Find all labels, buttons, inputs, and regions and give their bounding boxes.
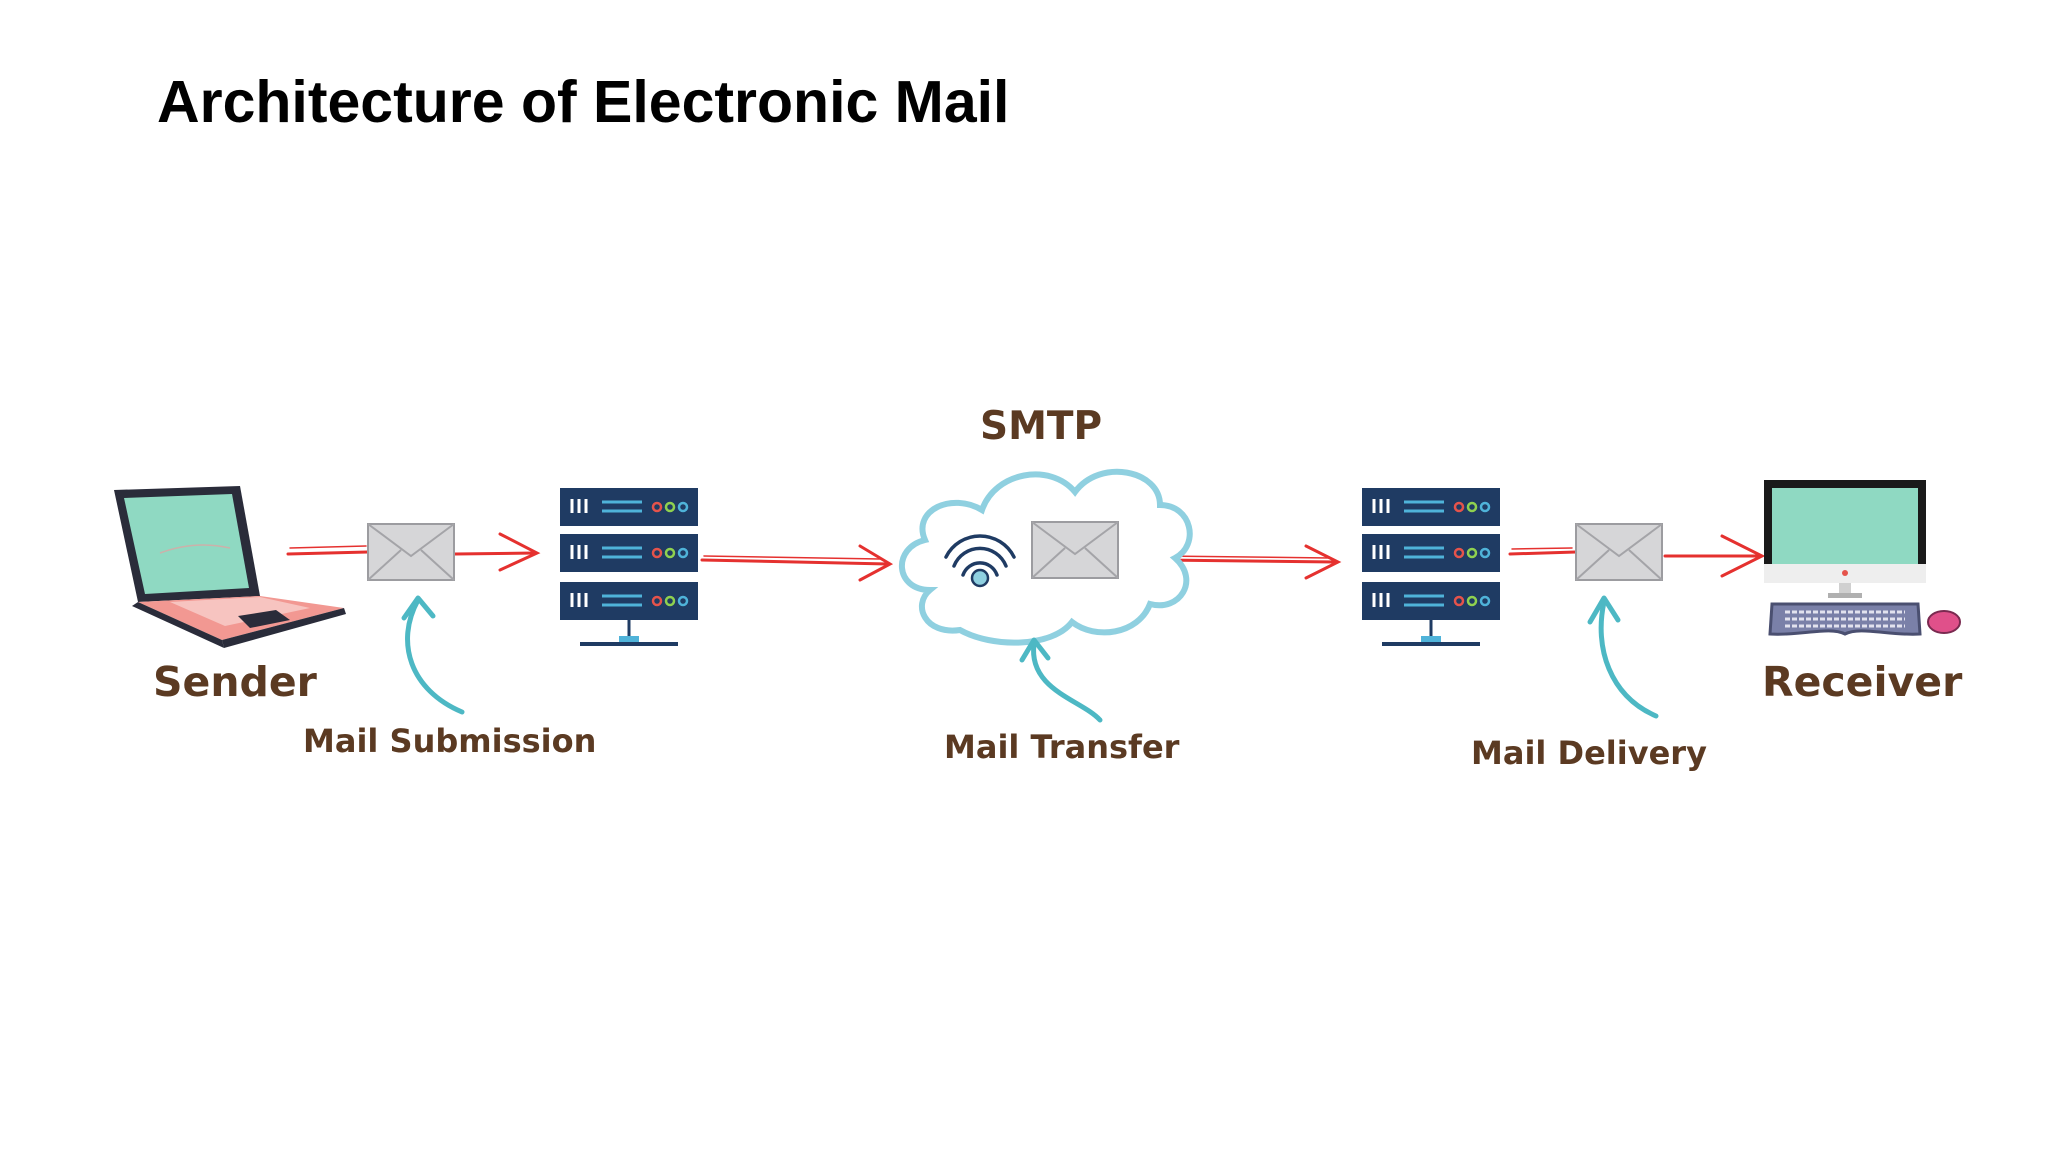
receiver-desktop-icon	[1764, 480, 1961, 636]
flow-arrows	[286, 532, 1766, 582]
slide-title: Architecture of Electronic Mail	[157, 69, 1010, 135]
wifi-icon	[944, 534, 1016, 588]
protocol-label: SMTP	[980, 404, 1103, 449]
envelope-transfer-icon	[1031, 521, 1119, 579]
receiver-mail-server-icon	[1362, 488, 1500, 644]
sender-mail-server-icon	[560, 488, 698, 644]
step-pointer-arrows	[401, 595, 1659, 723]
envelope-delivery-icon	[1575, 523, 1663, 581]
sender-laptop-icon	[114, 486, 346, 648]
sender-label: Sender	[153, 658, 317, 706]
mail-transfer-label: Mail Transfer	[944, 728, 1180, 766]
envelope-submission-icon	[367, 523, 455, 581]
mail-delivery-label: Mail Delivery	[1471, 734, 1707, 772]
mail-submission-label: Mail Submission	[303, 722, 597, 760]
receiver-label: Receiver	[1762, 658, 1963, 706]
